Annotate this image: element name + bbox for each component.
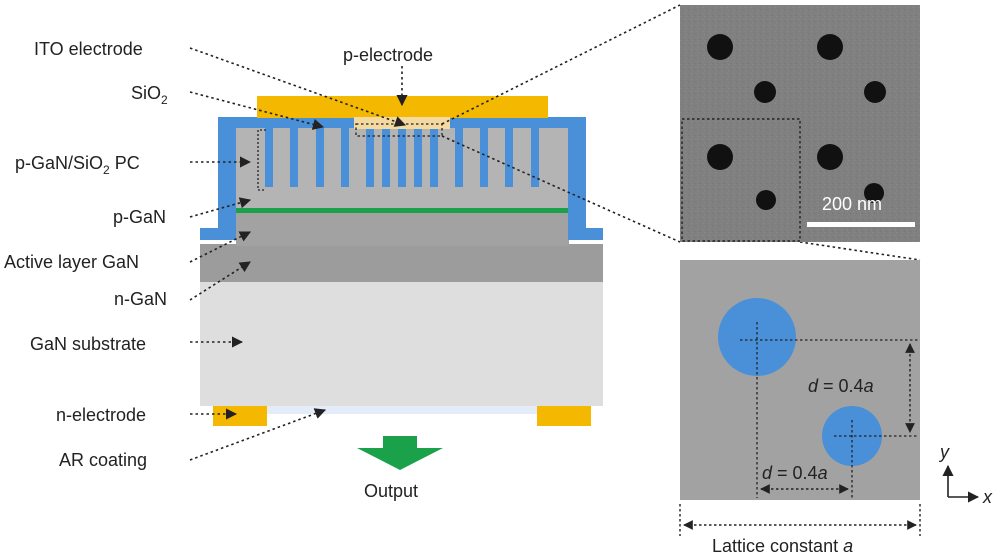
pc-pillar — [341, 117, 349, 187]
axis-y-label: y — [938, 442, 950, 462]
sem-hole — [756, 190, 776, 210]
axis-x-label: x — [982, 487, 993, 507]
lattice-constant-caption: Lattice constant a — [712, 536, 853, 556]
p-electrode-pad — [257, 96, 548, 118]
scale-bar — [807, 222, 915, 227]
sem-hole — [817, 144, 843, 170]
leader-lines — [189, 4, 921, 461]
sio2-passivation — [200, 117, 603, 240]
sem-hole — [817, 34, 843, 60]
label-gan-substrate: GaN substrate — [30, 334, 146, 354]
pc-pillar — [366, 117, 374, 187]
sem-hole — [864, 183, 884, 203]
pc-pillar — [455, 117, 463, 187]
axes-indicator: y x — [938, 442, 993, 507]
d-label-vertical: d = 0.4a — [808, 376, 874, 396]
scale-bar-label: 200 nm — [822, 194, 882, 214]
label-active-layer: Active layer GaN — [4, 252, 139, 272]
lattice-schematic: d = 0.4a d = 0.4a — [680, 260, 920, 500]
pc-pillar — [398, 117, 406, 187]
sem-hole — [864, 81, 886, 103]
output-arrow — [357, 436, 443, 470]
label-n-gan: n-GaN — [114, 289, 167, 309]
sem-holes — [707, 34, 886, 210]
active-gan-layer — [236, 212, 569, 246]
zoom-region-box — [355, 123, 443, 137]
ito-electrode-window — [354, 117, 450, 129]
n-electrode-right — [537, 406, 591, 426]
label-sio2: SiO2 — [131, 83, 168, 107]
d-label-horizontal: d = 0.4a — [762, 463, 828, 483]
label-output: Output — [364, 481, 418, 501]
label-n-electrode: n-electrode — [56, 405, 146, 425]
device-cross-section — [200, 96, 603, 426]
sem-hole — [707, 144, 733, 170]
pc-pillar — [265, 117, 273, 187]
label-pc: p-GaN/SiO2 PC — [15, 153, 140, 177]
gan-substrate-layer — [200, 282, 603, 406]
label-p-electrode: p-electrode — [343, 45, 433, 65]
pc-pillar — [290, 117, 298, 187]
n-gan-layer — [200, 244, 603, 282]
label-p-gan: p-GaN — [113, 207, 166, 227]
sem-hole — [707, 34, 733, 60]
label-ito-electrode: ITO electrode — [34, 39, 143, 59]
pc-pillar — [505, 117, 513, 187]
pc-pillar — [430, 117, 438, 187]
active-layer-line — [236, 208, 569, 213]
pc-pillar — [382, 117, 390, 187]
ar-coating-layer — [232, 406, 572, 414]
sem-image: 200 nm — [680, 5, 920, 242]
pc-bracket — [257, 129, 266, 191]
pc-pillar — [316, 117, 324, 187]
pc-pillar — [480, 117, 488, 187]
n-electrode-left — [213, 406, 267, 426]
photonic-crystal-pillars — [265, 117, 539, 187]
pc-pillar — [531, 117, 539, 187]
sem-hole — [754, 81, 776, 103]
pc-pillar — [414, 117, 422, 187]
label-ar-coating: AR coating — [59, 450, 147, 470]
